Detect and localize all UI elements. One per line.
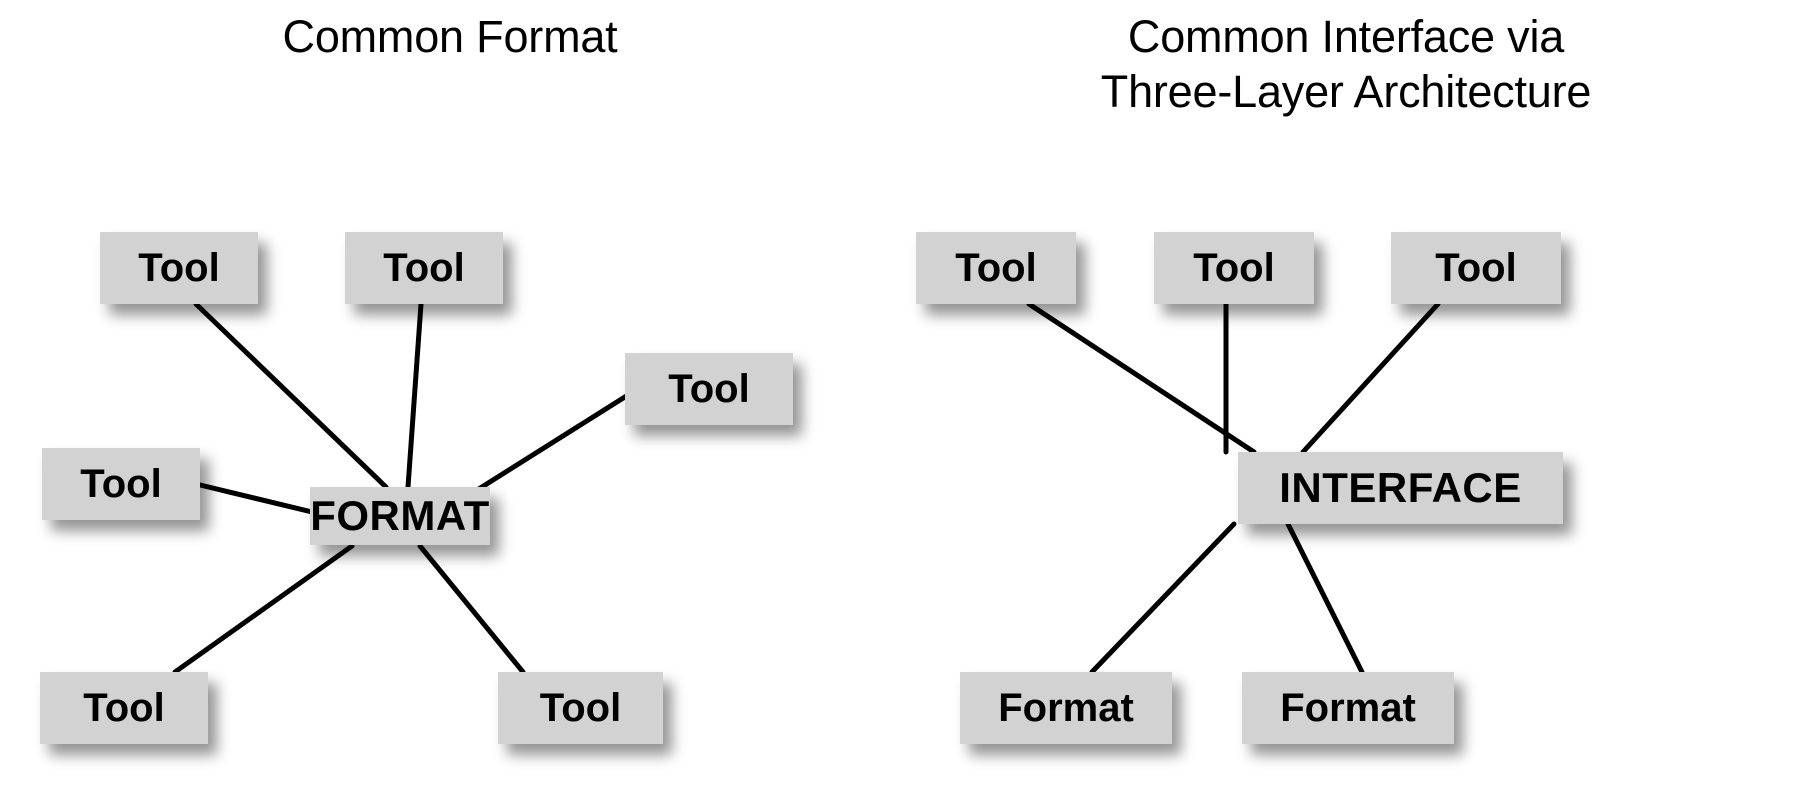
connector-line bbox=[1300, 301, 1441, 455]
connector-line bbox=[193, 481, 315, 515]
node-tool[interactable]: Tool bbox=[1154, 232, 1314, 304]
node-tool[interactable]: Tool bbox=[916, 232, 1076, 304]
node-label: Format bbox=[998, 685, 1134, 730]
node-tool[interactable]: Tool bbox=[42, 448, 200, 520]
node-tool[interactable]: Tool bbox=[345, 232, 503, 304]
connector-line bbox=[405, 301, 424, 490]
connector-line bbox=[1089, 521, 1237, 675]
node-label: Tool bbox=[955, 245, 1037, 290]
connector-line bbox=[1026, 301, 1257, 455]
node-tool[interactable]: Tool bbox=[100, 232, 258, 304]
connector-line bbox=[172, 543, 355, 675]
connector-line bbox=[1285, 521, 1365, 675]
node-label: Tool bbox=[138, 245, 220, 290]
node-label: INTERFACE bbox=[1279, 464, 1522, 511]
connector-line bbox=[417, 543, 526, 675]
node-format[interactable]: Format bbox=[1242, 672, 1454, 744]
node-label: Tool bbox=[83, 685, 165, 730]
node-tool[interactable]: Tool bbox=[625, 353, 793, 425]
node-label: FORMAT bbox=[310, 492, 490, 539]
page-title-common-format: Common Format bbox=[282, 11, 618, 62]
node-label: Tool bbox=[80, 461, 162, 506]
connector-line bbox=[193, 301, 389, 490]
node-label: Format bbox=[1280, 685, 1416, 730]
node-label: Tool bbox=[668, 366, 750, 411]
connector-line bbox=[471, 392, 631, 495]
node-tool[interactable]: Tool bbox=[1391, 232, 1561, 304]
node-label: Tool bbox=[539, 685, 622, 730]
node-label: Tool bbox=[1435, 245, 1517, 290]
node-label: Tool bbox=[383, 245, 465, 290]
node-tool[interactable]: Tool bbox=[40, 672, 208, 744]
node-format[interactable]: Format bbox=[960, 672, 1172, 744]
node-tool[interactable]: Tool bbox=[498, 672, 663, 744]
node-interface-hub[interactable]: INTERFACE bbox=[1238, 452, 1563, 524]
page-title-common-interface: Common Interface via Three-Layer Archite… bbox=[1100, 11, 1592, 117]
node-format-hub[interactable]: FORMAT bbox=[310, 487, 490, 545]
panel-common-interface: Common Interface via Three-Layer Archite… bbox=[896, 0, 1796, 805]
node-label: Tool bbox=[1193, 245, 1275, 290]
